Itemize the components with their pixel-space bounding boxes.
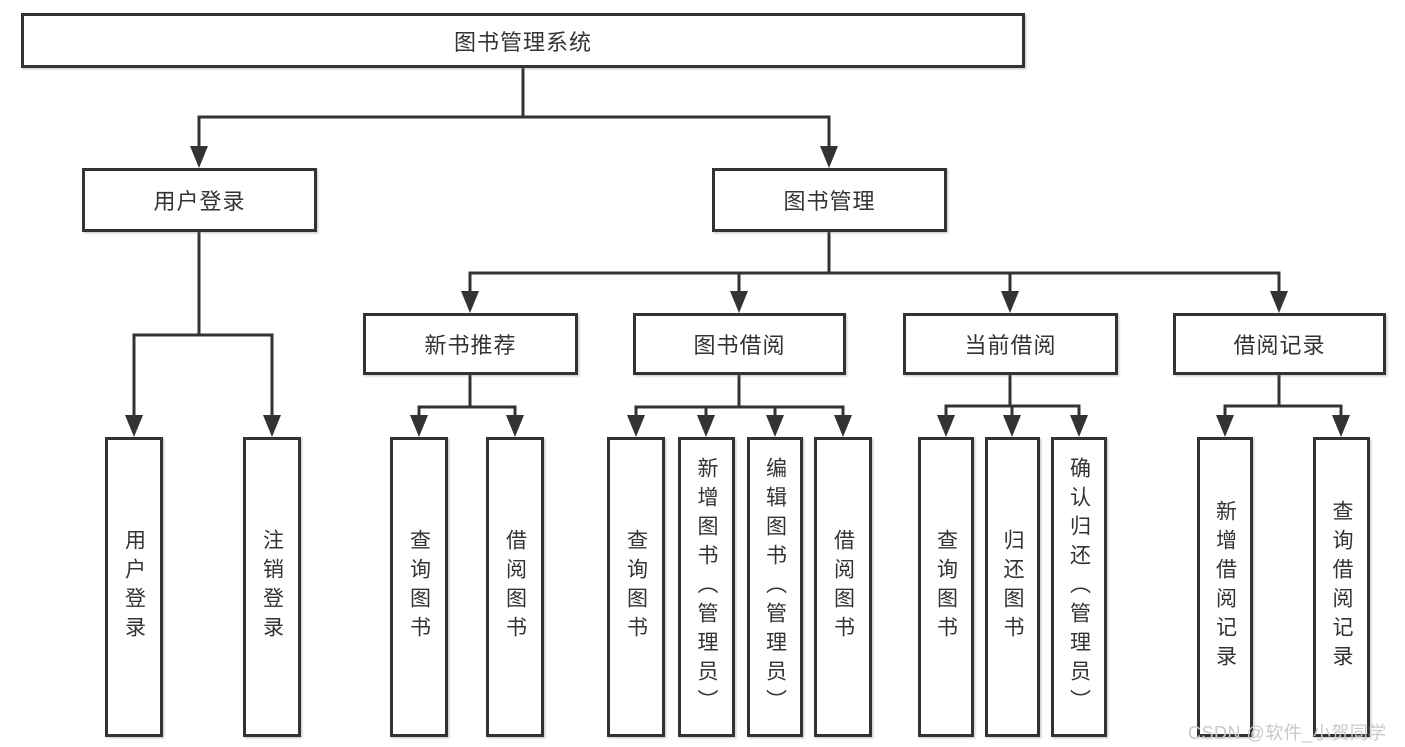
leaf-query-borrow-record-label: 查询借阅记录: [1330, 500, 1353, 674]
leaf-confirm-return-admin: 确认归还（管理员）: [1051, 437, 1107, 737]
leaf-add-book-admin: 新增图书（管理员）: [678, 437, 735, 737]
leaf-query-books-borrow-label: 查询图书: [624, 529, 648, 645]
leaf-user-login-label: 用户登录: [122, 529, 146, 645]
leaf-edit-book-admin-label: 编辑图书（管理员）: [763, 456, 787, 718]
leaf-add-borrow-record: 新增借阅记录: [1197, 437, 1253, 737]
leaf-return-book-label: 归还图书: [1001, 529, 1024, 645]
leaf-query-books-current: 查询图书: [918, 437, 974, 737]
leaf-query-books-recommend-label: 查询图书: [407, 529, 431, 645]
leaf-borrow-books-2-label: 借阅图书: [831, 529, 855, 645]
leaf-edit-book-admin: 编辑图书（管理员）: [747, 437, 803, 737]
leaf-query-books-current-label: 查询图书: [934, 529, 958, 645]
leaf-borrow-books-2: 借阅图书: [814, 437, 872, 737]
node-book-management-label: 图书管理: [783, 189, 876, 214]
node-borrow-records-label: 借阅记录: [1233, 333, 1326, 358]
leaf-confirm-return-admin-label: 确认归还（管理员）: [1067, 456, 1091, 718]
node-root: 图书管理系统: [21, 13, 1025, 68]
leaf-borrow-books-recommend-label: 借阅图书: [503, 529, 527, 645]
node-borrow-records: 借阅记录: [1173, 313, 1386, 375]
node-current-borrow: 当前借阅: [903, 313, 1118, 375]
leaf-return-book: 归还图书: [985, 437, 1040, 737]
leaf-query-borrow-record: 查询借阅记录: [1313, 437, 1370, 737]
leaf-user-login: 用户登录: [105, 437, 163, 737]
leaf-add-borrow-record-label: 新增借阅记录: [1213, 500, 1237, 674]
node-user-login: 用户登录: [82, 168, 317, 232]
node-book-management: 图书管理: [712, 168, 947, 232]
node-current-borrow-label: 当前借阅: [964, 333, 1057, 358]
leaf-logout: 注销登录: [243, 437, 301, 737]
leaf-query-books-borrow: 查询图书: [607, 437, 665, 737]
csdn-watermark: CSDN @软件_小贺同学: [1188, 723, 1387, 743]
node-root-label: 图书管理系统: [453, 29, 592, 55]
leaf-borrow-books-recommend: 借阅图书: [486, 437, 544, 737]
leaf-query-books-recommend: 查询图书: [390, 437, 448, 737]
node-book-borrow: 图书借阅: [633, 313, 846, 375]
node-new-book-recommend-label: 新书推荐: [424, 333, 517, 358]
leaf-logout-label: 注销登录: [260, 529, 284, 645]
node-new-book-recommend: 新书推荐: [363, 313, 578, 375]
leaf-add-book-admin-label: 新增图书（管理员）: [695, 456, 718, 718]
node-user-login-label: 用户登录: [153, 189, 246, 214]
node-book-borrow-label: 图书借阅: [693, 333, 786, 358]
